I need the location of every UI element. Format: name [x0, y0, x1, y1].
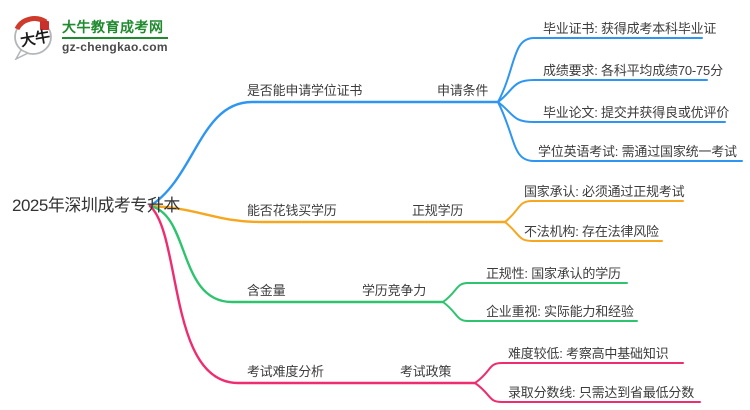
branch-green-sublabel: 学历竞争力 — [362, 283, 427, 298]
logo-icon: 大牛 — [14, 16, 52, 60]
root-node: 2025年深圳成考专升本 — [12, 196, 180, 215]
branch-orange-leaf-line-2 — [504, 221, 663, 242]
branch-green-leaf-line-2 — [442, 301, 638, 322]
branch-blue-sublabel: 申请条件 — [437, 83, 489, 98]
branch-blue-leaf-2: 成绩要求: 各科平均成绩70-75分 — [543, 63, 723, 78]
branch-orange-sublabel: 正规学历 — [412, 203, 464, 218]
branch-pink-leaf-line-1 — [474, 362, 684, 384]
branch-pink-label: 考试难度分析 — [247, 364, 324, 379]
branch-blue-leaf-line-4 — [497, 101, 743, 162]
branch-blue-leaf-1: 毕业证书: 获得成考本科毕业证 — [543, 21, 717, 36]
branch-green-label: 含金量 — [247, 283, 286, 298]
branch-pink-leaf-line-2 — [474, 382, 701, 403]
site-logo: 大牛 大牛教育成考网 gz-chengkao.com — [10, 12, 168, 60]
logo-red-arc — [14, 16, 48, 31]
branch-pink-sublabel: 考试政策 — [400, 364, 452, 379]
logo-text-block: 大牛教育成考网 gz-chengkao.com — [62, 19, 168, 54]
branch-orange-leaf-1: 国家承认: 必须通过正规考试 — [524, 184, 685, 199]
branch-blue-leaf-line-2 — [497, 79, 708, 103]
branch-pink-leaf-1: 难度较低: 考察高中基础知识 — [508, 346, 669, 361]
branch-blue-label: 是否能申请学位证书 — [247, 83, 363, 98]
branch-blue-leaf-4: 学位英语考试: 需通过国家统一考试 — [538, 144, 737, 159]
branch-green-leaf-line-1 — [442, 282, 628, 303]
branch-blue-leaf-3: 毕业论文: 提交并获得良或优评价 — [543, 105, 730, 120]
logo-title: 大牛教育成考网 — [62, 18, 164, 35]
branch-green-leaf-2: 企业重视: 实际能力和经验 — [486, 304, 634, 319]
branch-orange-leaf-2: 不法机构: 存在法律风险 — [524, 224, 659, 239]
branch-orange-leaf-line-1 — [504, 200, 684, 223]
branch-blue-leaf-line-1 — [497, 37, 703, 103]
branch-blue-main-line — [148, 100, 500, 208]
branch-pink-main-line — [148, 204, 477, 385]
logo-divider — [62, 36, 168, 39]
branch-green-leaf-1: 正规性: 国家承认的学历 — [486, 266, 621, 281]
logo-domain: gz-chengkao.com — [62, 39, 168, 54]
branch-green-main-line — [148, 204, 445, 304]
branch-blue-leaf-line-3 — [497, 101, 726, 123]
branch-orange-label: 能否花钱买学历 — [247, 203, 337, 218]
logo-seal — [40, 21, 49, 30]
branch-orange-main-line — [148, 204, 507, 224]
logo-icon-text: 大牛 — [19, 27, 52, 50]
branch-pink-leaf-2: 录取分数线: 只需达到省最低分数 — [508, 385, 695, 400]
